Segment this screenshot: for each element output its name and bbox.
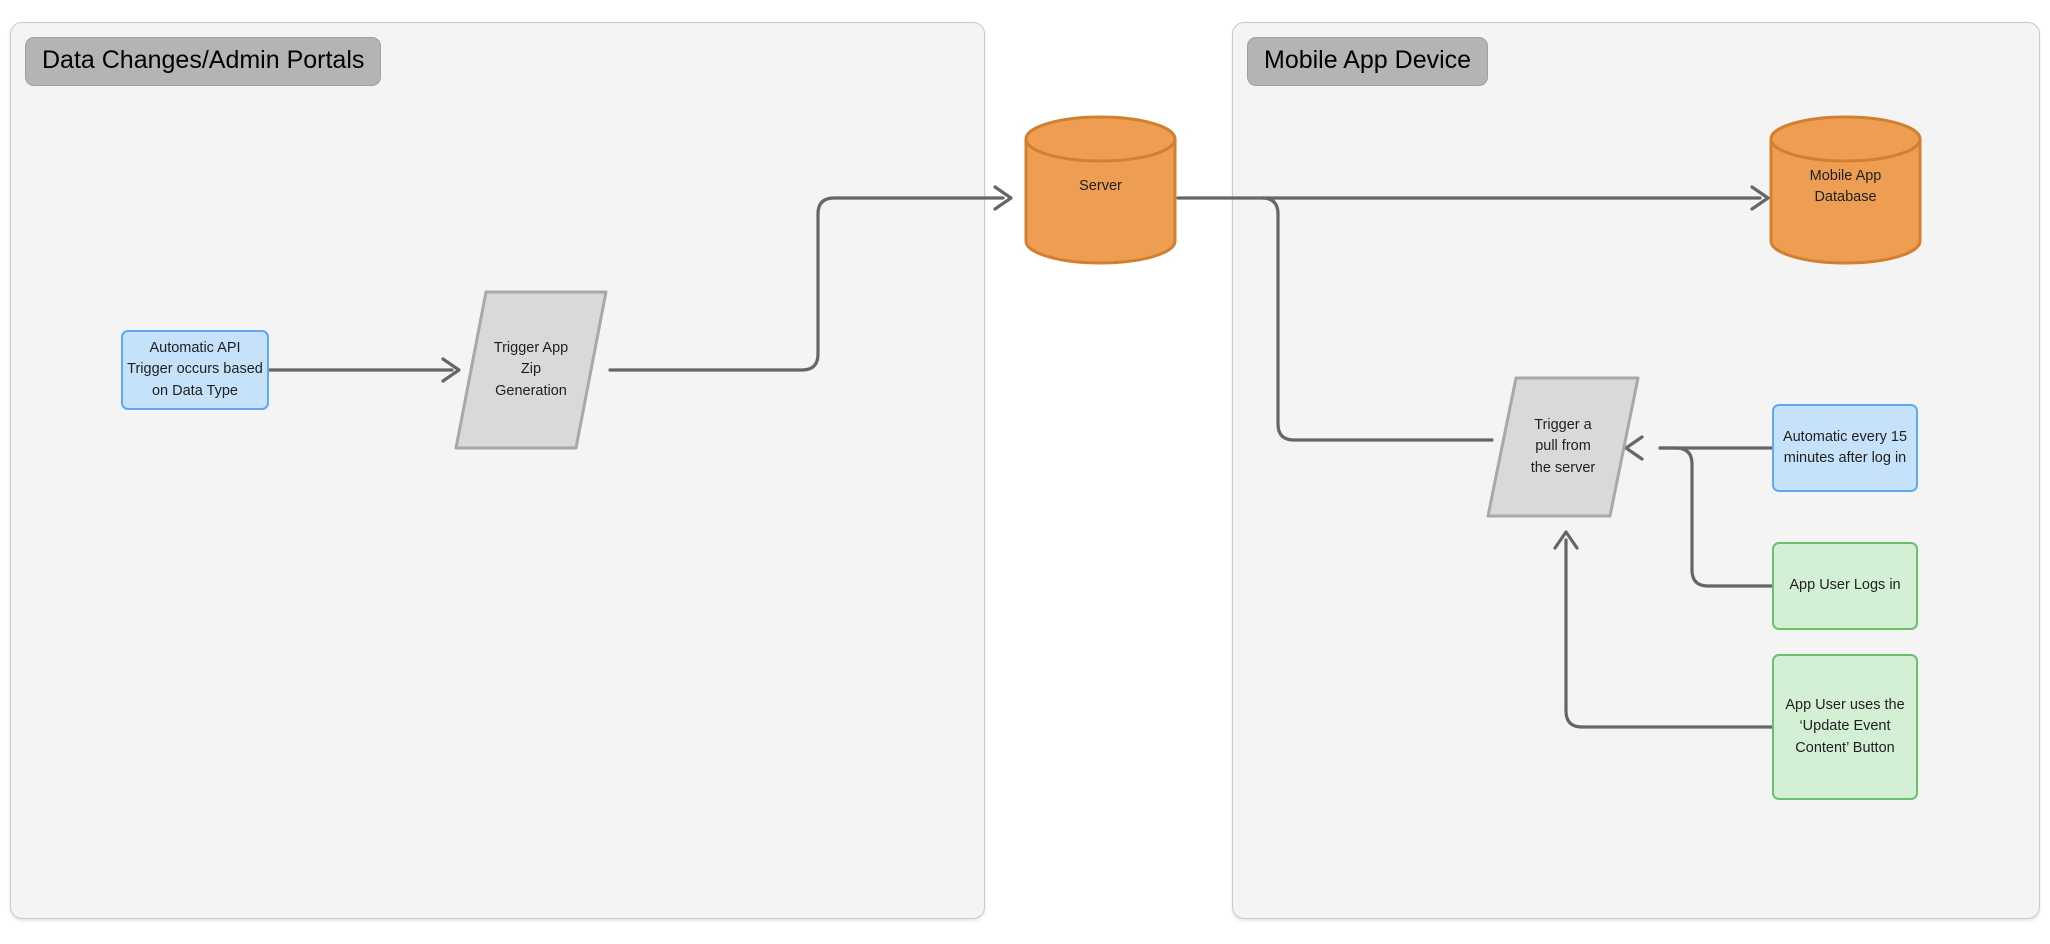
node-server[interactable]: Server (1023, 114, 1178, 266)
group-data-changes-admin-portals: Data Changes/Admin Portals (10, 22, 985, 919)
zip-generation-shape (454, 290, 608, 450)
group-label-right: Mobile App Device (1247, 37, 1489, 86)
node-user-logs-in-label: App User Logs in (1789, 577, 1901, 594)
node-api-trigger-label: Automatic API Trigger occurs based on Da… (127, 340, 263, 399)
group-label-left: Data Changes/Admin Portals (25, 37, 382, 86)
server-cylinder-shape (1024, 115, 1177, 265)
arrowhead-server-in (993, 185, 1013, 211)
node-api-trigger[interactable]: Automatic API Trigger occurs based on Da… (121, 330, 269, 410)
node-update-event-content-label: App User uses the ‘Update Event Content’… (1785, 697, 1905, 756)
node-mobile-app-database[interactable]: Mobile App Database (1768, 114, 1923, 266)
node-pull-trigger[interactable]: Trigger a pull from the server (1484, 374, 1642, 520)
node-user-logs-in[interactable]: App User Logs in (1772, 542, 1918, 630)
pull-trigger-shape (1486, 376, 1640, 518)
node-auto-15-min[interactable]: Automatic every 15 minutes after log in (1772, 404, 1918, 492)
node-auto-15-min-label: Automatic every 15 minutes after log in (1782, 428, 1908, 466)
node-zip-generation[interactable]: Trigger App Zip Generation (452, 288, 610, 452)
mobile-app-database-cylinder-shape (1769, 115, 1922, 265)
node-update-event-content[interactable]: App User uses the ‘Update Event Content’… (1772, 654, 1918, 800)
